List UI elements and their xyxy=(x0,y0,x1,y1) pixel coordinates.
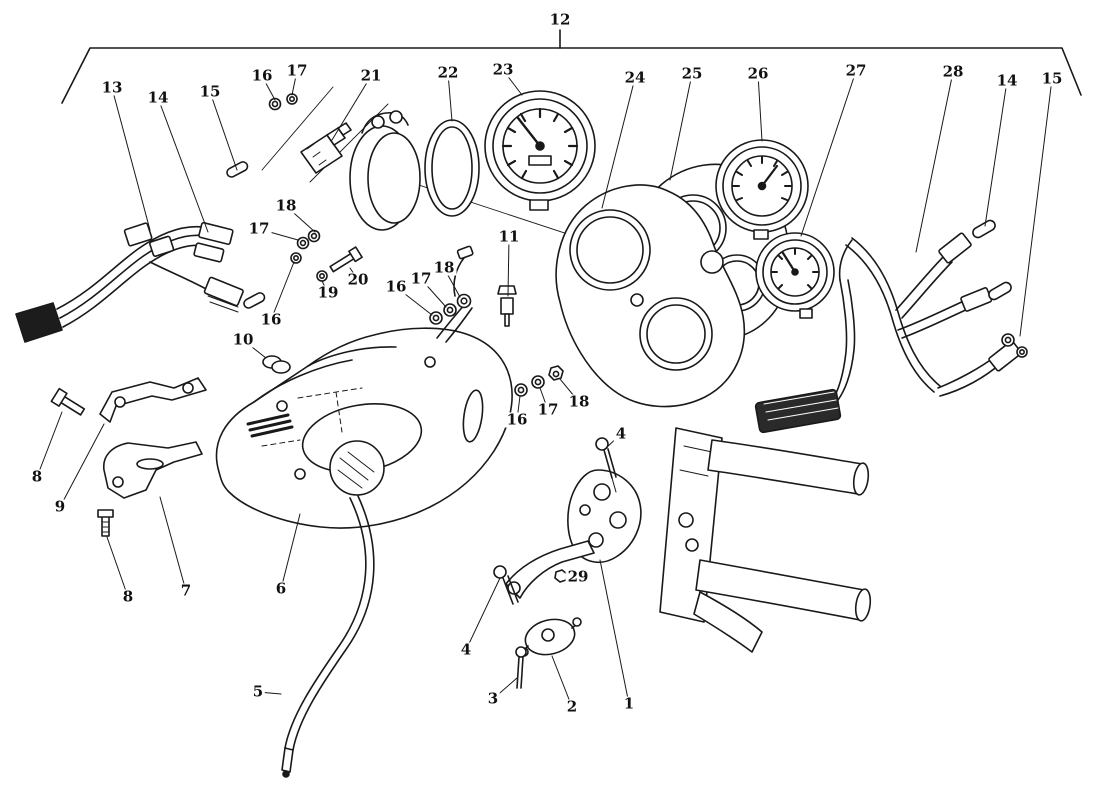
part-bolt-4b xyxy=(493,565,519,605)
leader-16-21 xyxy=(395,286,433,316)
leader-18-23 xyxy=(443,267,461,298)
part-horn xyxy=(519,617,582,657)
leader-18-16 xyxy=(285,205,316,233)
part-fasteners-b xyxy=(429,245,474,325)
part-tachometer xyxy=(715,139,809,240)
leader-4-35 xyxy=(605,433,622,449)
leader-8-29 xyxy=(36,411,63,478)
leader-14-2 xyxy=(157,97,209,233)
leader-15-15 xyxy=(1019,78,1053,337)
leader-17-27 xyxy=(539,387,549,411)
leader-26-11 xyxy=(757,73,763,142)
leader-7-32 xyxy=(159,496,187,592)
part-lever-arm xyxy=(505,540,595,599)
leader-14-14 xyxy=(984,80,1008,227)
part-fasteners-a xyxy=(290,229,363,282)
leader-23-8 xyxy=(502,69,523,96)
leader-15-3 xyxy=(209,91,238,171)
leader-19-19 xyxy=(321,280,329,294)
part-mounting-plate xyxy=(567,469,642,564)
leader-16-26 xyxy=(516,395,521,421)
part-nuts-topleft xyxy=(268,93,298,111)
leader-18-28 xyxy=(559,378,580,403)
leader-3-37 xyxy=(492,677,518,700)
leader-5-34 xyxy=(257,691,282,695)
leader-22-7 xyxy=(447,72,453,122)
part-bolt-4a xyxy=(595,437,617,493)
part-screw-8a xyxy=(50,387,86,416)
leader-9-30 xyxy=(59,423,105,508)
leader-17-17 xyxy=(258,228,299,241)
part-grommet xyxy=(262,355,291,374)
part-speedometer xyxy=(484,90,596,211)
leader-4-36 xyxy=(465,577,501,651)
leader-28-13 xyxy=(915,71,954,253)
group-bracket-line xyxy=(61,29,1082,104)
leader-11-24 xyxy=(507,236,510,297)
part-instrument-panel xyxy=(555,184,746,408)
part-small-gauge xyxy=(755,232,835,319)
leader-21-6 xyxy=(331,75,372,141)
leader-24-9 xyxy=(601,77,636,209)
part-mounting-frame xyxy=(659,427,872,653)
part-wiring-harness-left xyxy=(15,221,244,343)
part-nut-29 xyxy=(554,569,568,583)
part-headlight-bracket xyxy=(215,302,513,529)
part-sensor xyxy=(497,285,517,327)
leader-lines xyxy=(36,69,1053,708)
part-ignition-switch xyxy=(300,122,352,174)
leader-17-5 xyxy=(291,70,298,96)
leader-17-22 xyxy=(420,278,447,308)
part-gauge-ring xyxy=(424,119,480,217)
leader-25-10 xyxy=(669,73,693,181)
leader-2-38 xyxy=(551,655,573,708)
leader-6-33 xyxy=(280,513,301,590)
part-fasteners-c xyxy=(514,365,564,397)
leader-27-12 xyxy=(800,70,857,237)
leader-1-39 xyxy=(599,559,630,705)
part-bracket-lower xyxy=(103,441,203,499)
leader-10-25 xyxy=(242,339,267,359)
leader-16-18 xyxy=(270,261,295,321)
part-cable xyxy=(281,495,375,778)
part-screw-8b xyxy=(97,509,114,537)
part-screw-3 xyxy=(515,646,527,689)
part-bracket-upper xyxy=(99,377,207,423)
part-spacers-right xyxy=(972,219,1028,358)
leader-8-31 xyxy=(106,536,129,598)
part-wiring-harness-right xyxy=(754,232,1022,434)
leader-16-4 xyxy=(261,75,276,101)
leader-13-1 xyxy=(111,87,151,231)
part-gauge-housing xyxy=(349,110,421,231)
leader-20-20 xyxy=(349,267,359,281)
leader-29-40 xyxy=(565,575,579,578)
